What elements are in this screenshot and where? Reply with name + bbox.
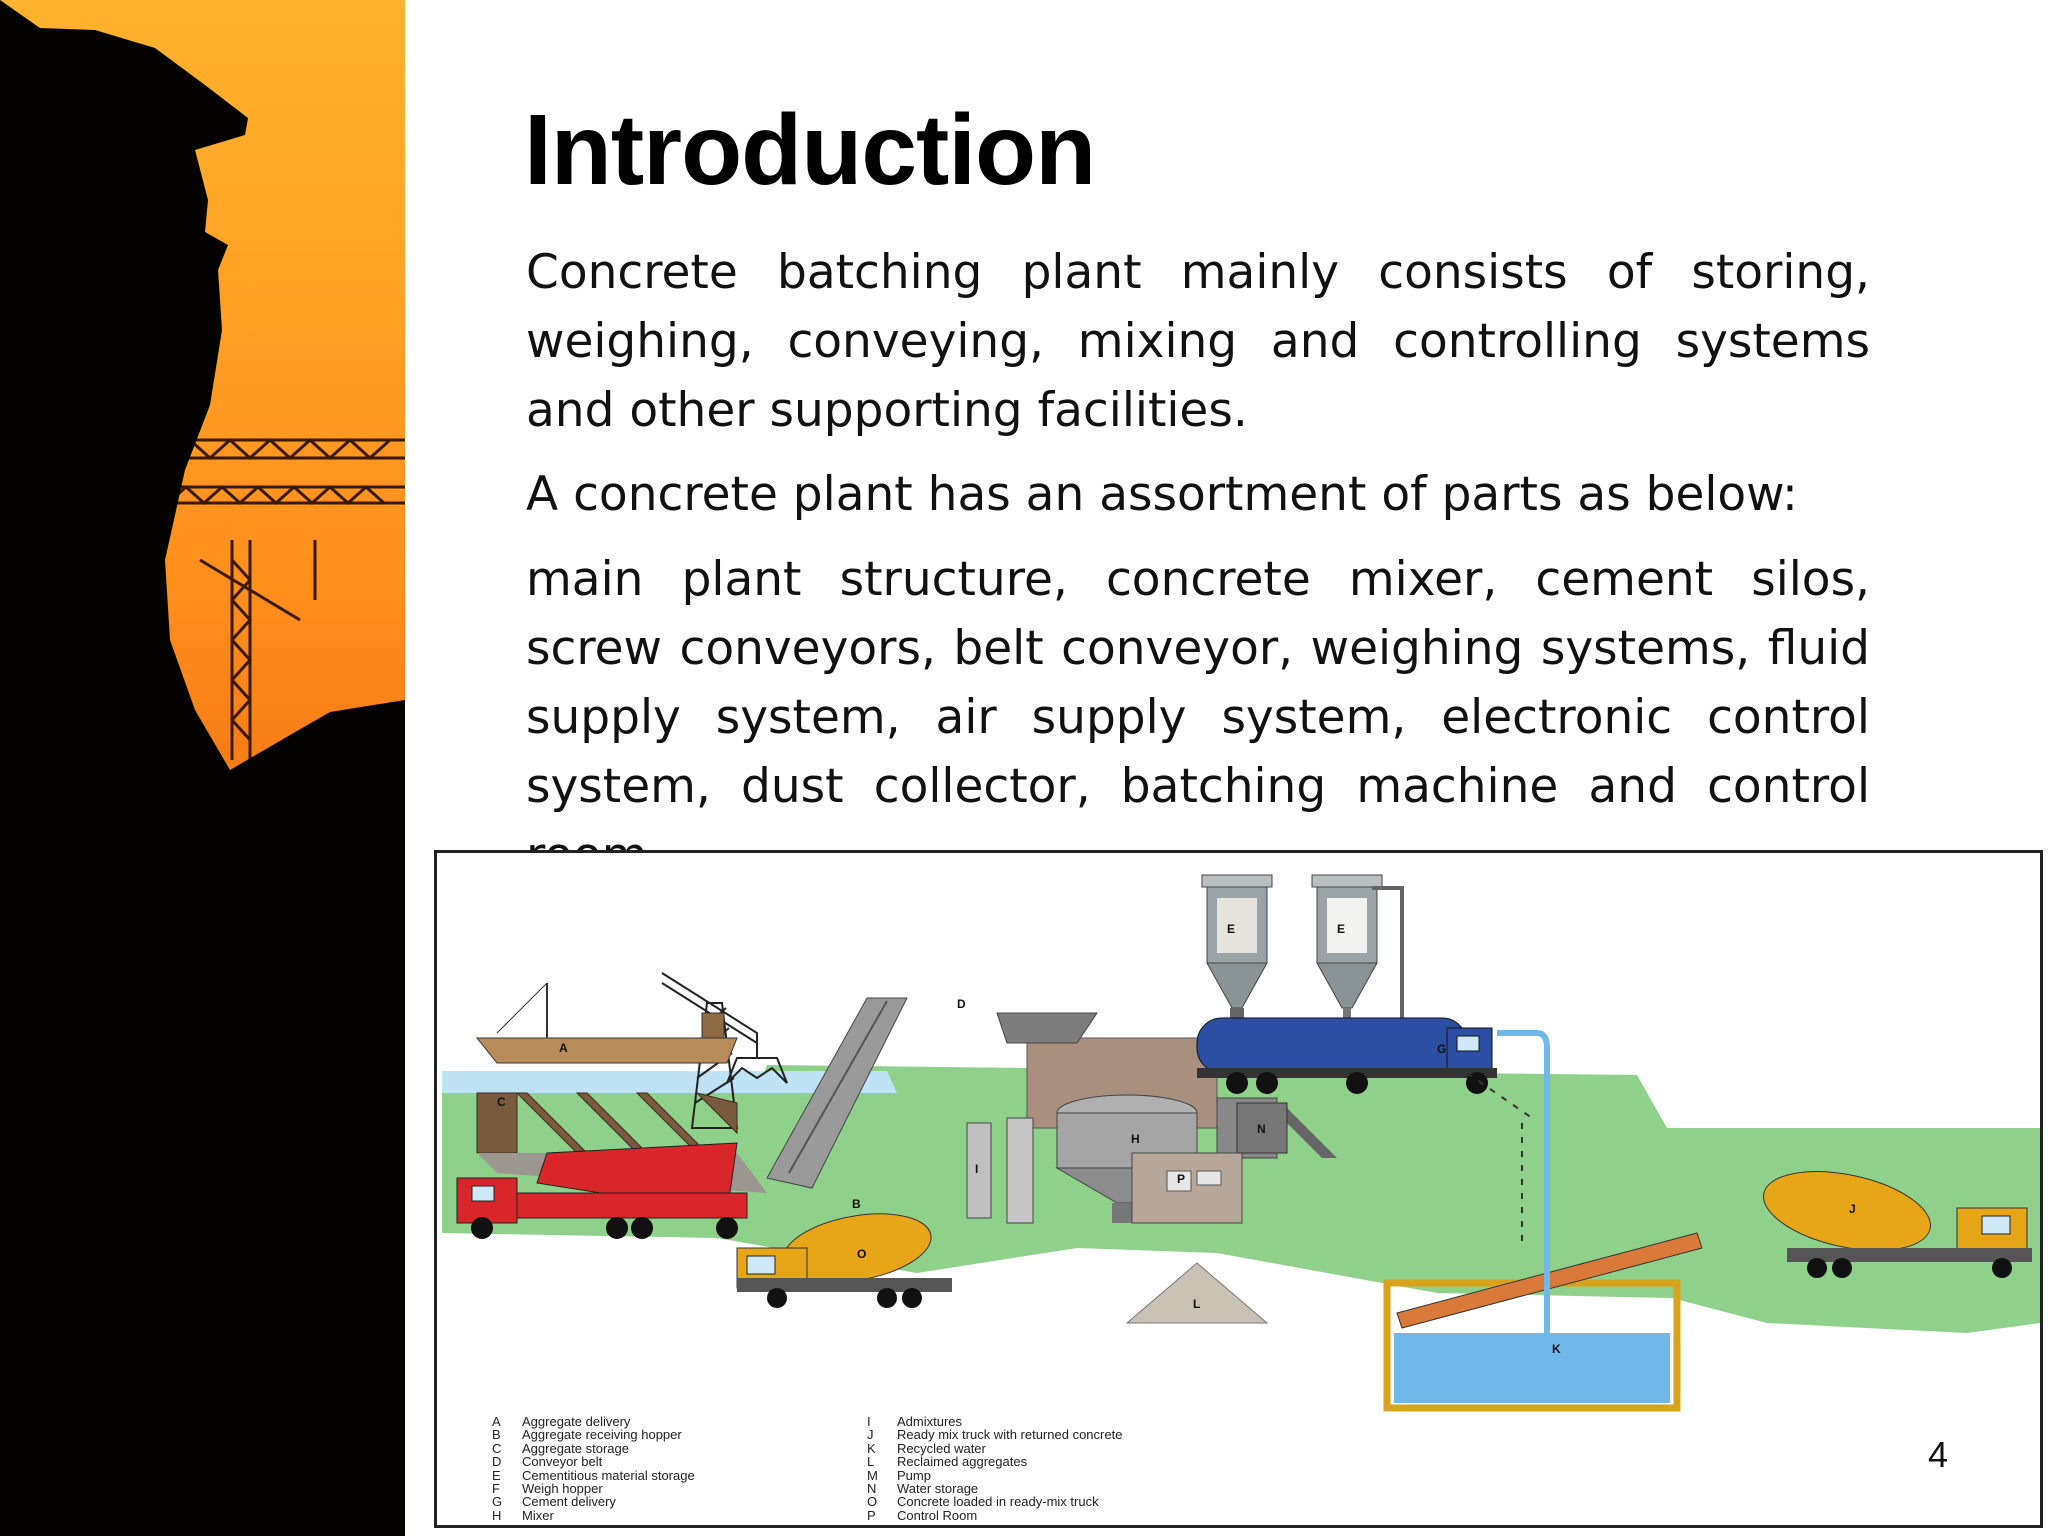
label-c: C bbox=[497, 1095, 506, 1109]
silo-e2 bbox=[1311, 874, 1383, 1009]
page-title: Introduction bbox=[524, 94, 1096, 206]
page-number: 4 bbox=[1928, 1434, 1949, 1475]
blue-cement-tanker bbox=[1196, 1017, 1497, 1094]
yellow-mixer-truck-o bbox=[736, 1213, 952, 1308]
label-l: L bbox=[1193, 1297, 1200, 1311]
label-b: B bbox=[852, 1197, 861, 1211]
label-k: K bbox=[1552, 1342, 1561, 1356]
label-e2: E bbox=[1337, 922, 1345, 936]
intro-paragraph: Concrete batching plant mainly consists … bbox=[526, 245, 1870, 438]
yellow-mixer-truck-j bbox=[1763, 1171, 2032, 1278]
label-d: D bbox=[957, 997, 966, 1011]
label-j: J bbox=[1849, 1202, 1856, 1216]
worker-silhouette-photo bbox=[0, 0, 405, 1536]
red-dump-truck bbox=[456, 1142, 748, 1239]
parts-list-paragraph: main plant structure, concrete mixer, ce… bbox=[526, 552, 1870, 883]
silo-e1 bbox=[1201, 874, 1273, 1028]
label-g: G bbox=[1437, 1042, 1446, 1056]
parts-intro-paragraph: A concrete plant has an assortment of pa… bbox=[526, 467, 1798, 522]
label-p: P bbox=[1177, 1172, 1185, 1186]
label-o: O bbox=[857, 1247, 866, 1261]
label-h: H bbox=[1131, 1132, 1140, 1146]
label-n: N bbox=[1257, 1122, 1266, 1136]
label-a: A bbox=[559, 1041, 568, 1055]
label-e1: E bbox=[1227, 922, 1235, 936]
label-i: I bbox=[975, 1162, 978, 1176]
